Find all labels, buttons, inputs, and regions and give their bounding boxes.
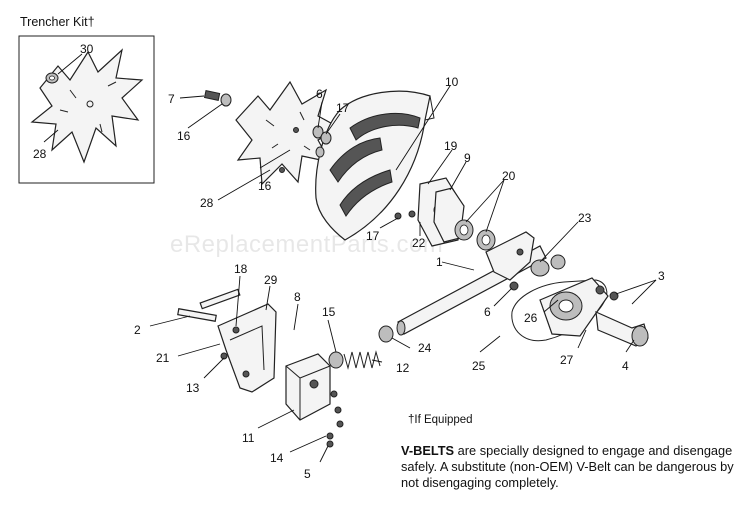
warning-bold: V-BELTS	[401, 443, 455, 458]
hub-assembly	[417, 177, 496, 251]
callout-6-b: 6	[484, 305, 491, 319]
mounting-frame	[177, 288, 277, 393]
blade-guard	[315, 90, 435, 241]
kit-trencher-blade	[30, 48, 144, 164]
callout-15: 15	[322, 305, 336, 319]
callout-12: 12	[396, 361, 410, 375]
trencher-kit-inset: Trencher Kit† 30 28	[18, 15, 155, 184]
callout-29: 29	[264, 273, 278, 287]
callout-22: 22	[412, 236, 426, 250]
callout-3: 3	[658, 269, 665, 283]
watermark: eReplacementParts.com	[170, 231, 443, 258]
leader-30	[57, 53, 83, 75]
callout-17-b: 17	[366, 229, 380, 243]
callout-14: 14	[270, 451, 284, 465]
warning-text: are specially designed to engage and dis…	[401, 443, 734, 490]
callout-2: 2	[134, 323, 141, 337]
callout-24: 24	[418, 341, 432, 355]
callout-19: 19	[444, 139, 458, 153]
callout-11: 11	[242, 431, 255, 445]
callout-4: 4	[622, 359, 629, 373]
callout-21: 21	[156, 351, 170, 365]
callout-28-kit: 28	[33, 147, 47, 161]
callout-26: 26	[524, 311, 538, 325]
callout-1: 1	[436, 255, 443, 269]
callout-16-a: 16	[177, 129, 191, 143]
leader-28-kit	[43, 129, 59, 143]
leader-lines	[149, 85, 657, 463]
callout-7: 7	[168, 92, 175, 106]
callout-16-b: 16	[258, 179, 272, 193]
callout-13: 13	[186, 381, 200, 395]
spring-assembly	[328, 325, 394, 370]
callout-20: 20	[502, 169, 516, 183]
callout-23: 23	[578, 211, 592, 225]
callout-25: 25	[472, 359, 486, 373]
pivot-block	[285, 353, 344, 448]
callout-10: 10	[445, 75, 459, 89]
callout-17-a: 17	[336, 101, 350, 115]
if-equipped-note: †If Equipped	[408, 414, 473, 426]
trencher-kit-box	[18, 35, 155, 184]
callout-27: 27	[560, 353, 574, 367]
vbelt-warning: V-BELTS are specially designed to engage…	[401, 443, 746, 491]
callout-9: 9	[464, 151, 471, 165]
callout-8: 8	[294, 290, 301, 304]
belt-pulley-assembly	[509, 277, 649, 347]
blade-hardware	[203, 90, 416, 220]
trencher-kit-title: Trencher Kit†	[20, 15, 95, 29]
callout-18: 18	[234, 262, 248, 276]
callout-6-a: 6	[316, 87, 323, 101]
callout-30: 30	[80, 42, 94, 56]
callout-labels: 7 16 6 17 10 19 9 20 16 28 17 22 23 1 3 …	[134, 75, 665, 481]
callout-28: 28	[200, 196, 214, 210]
bracket	[485, 231, 566, 281]
callout-5: 5	[304, 467, 311, 481]
